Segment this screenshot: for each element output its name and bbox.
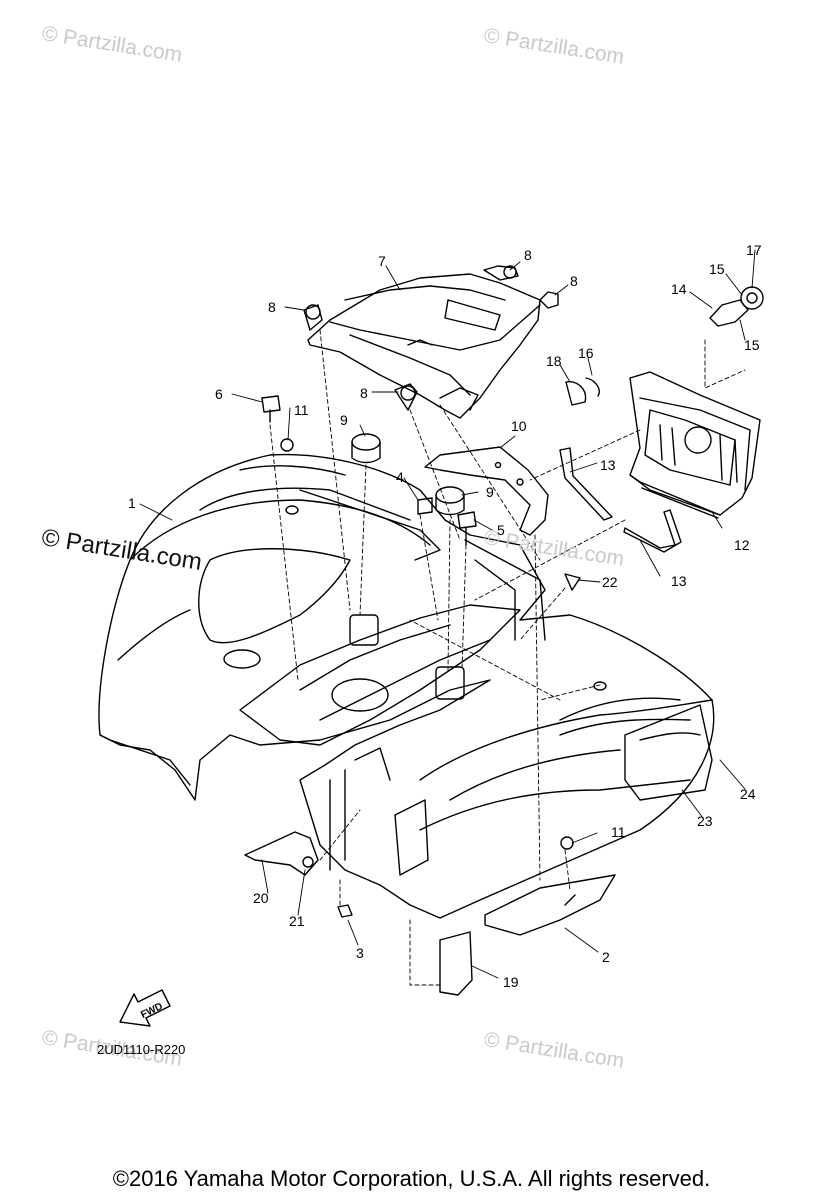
fasteners [244, 265, 764, 996]
callout-23: 23 [697, 813, 713, 829]
fwd-arrow: FWD [119, 989, 171, 1027]
bracket [424, 446, 549, 536]
callout-16: 16 [578, 345, 594, 361]
diagram-reference-code: 2UD1110-R220 [97, 1042, 186, 1057]
callout-18: 18 [546, 353, 562, 369]
callout-14: 14 [671, 281, 687, 297]
callout-15-top: 15 [709, 261, 725, 277]
callout-5: 5 [497, 522, 505, 538]
callout-3: 3 [356, 945, 364, 961]
callout-17: 17 [746, 242, 762, 258]
callout-20: 20 [253, 890, 269, 906]
callout-4: 4 [396, 469, 404, 485]
top-cover [307, 273, 541, 419]
callout-13-bottom: 13 [671, 573, 687, 589]
callout-12: 12 [734, 537, 750, 553]
callout-8-left: 8 [268, 299, 276, 315]
callout-9-right: 9 [486, 484, 494, 500]
callout-8-right: 8 [570, 273, 578, 289]
callout-21: 21 [289, 913, 305, 929]
callout-6: 6 [215, 386, 223, 402]
callout-labels: 1 2 3 4 5 6 7 8 8 8 8 9 9 10 11 11 12 13… [128, 242, 762, 990]
callout-9-top: 9 [340, 412, 348, 428]
copyright-notice: ©2016 Yamaha Motor Corporation, U.S.A. A… [112, 1166, 711, 1191]
callout-13-top: 13 [600, 457, 616, 473]
callout-22: 22 [602, 574, 618, 590]
callout-11-bottom: 11 [611, 824, 626, 840]
callout-10: 10 [511, 418, 527, 434]
callout-11-top: 11 [294, 402, 309, 418]
callout-8-top: 8 [524, 247, 532, 263]
callout-19: 19 [503, 974, 519, 990]
assembly-lines [269, 329, 746, 986]
callout-1: 1 [128, 495, 136, 511]
storage-box [629, 371, 761, 519]
callout-7: 7 [378, 253, 386, 269]
leader-lines [139, 249, 756, 979]
rear-fender [98, 453, 715, 919]
callout-8-mid: 8 [360, 385, 368, 401]
callout-2: 2 [602, 949, 610, 965]
callout-24: 24 [740, 786, 756, 802]
bands [559, 447, 682, 553]
callout-15-bottom: 15 [744, 337, 760, 353]
